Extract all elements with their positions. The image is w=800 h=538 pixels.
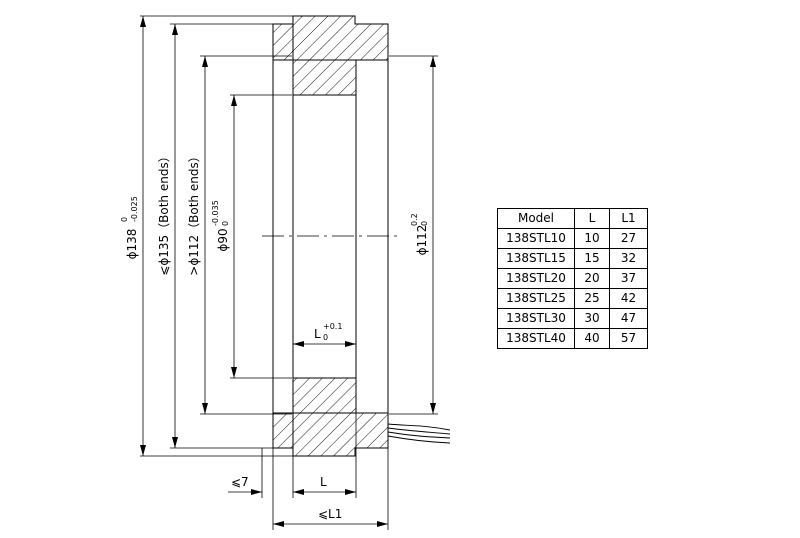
lead-wires (387, 423, 451, 444)
table-row: 138STL10 10 27 (497, 228, 648, 249)
label-right-diameter: ϕ112 0.2 0 (410, 213, 429, 255)
svg-text:+0.1: +0.1 (323, 322, 342, 331)
cell-model: 138STL30 (497, 308, 575, 329)
label-l-inner: L +0.1 0 (314, 322, 342, 342)
housing-top-section (272, 15, 389, 61)
cell-l: 20 (574, 268, 610, 289)
svg-text:-0.025: -0.025 (130, 196, 139, 222)
cell-l: 15 (574, 248, 610, 269)
cell-l: 40 (574, 328, 610, 349)
svg-text:ϕ138: ϕ138 (125, 229, 139, 260)
header-l1: L1 (609, 208, 648, 229)
table-row: 138STL40 40 57 (497, 328, 648, 349)
cell-l1: 32 (609, 248, 648, 269)
svg-text:ϕ112: ϕ112 (415, 225, 429, 256)
svg-text:0: 0 (120, 217, 129, 222)
label-bore-diameter: ϕ90 -0.035 0 (211, 200, 230, 251)
svg-text:0: 0 (420, 221, 429, 226)
svg-text:-0.035: -0.035 (211, 200, 220, 226)
svg-text:0.2: 0.2 (410, 213, 419, 226)
label-le7: ⩽7 (231, 475, 249, 489)
header-l: L (574, 208, 610, 229)
table-row: 138STL20 20 37 (497, 268, 648, 289)
svg-text:0: 0 (221, 221, 230, 226)
housing-bottom-section (272, 412, 389, 457)
arrowheads (140, 16, 436, 527)
table-row: 138STL25 25 42 (497, 288, 648, 309)
cell-l1: 37 (609, 268, 648, 289)
label-l: L (320, 475, 327, 489)
table-row: 138STL30 30 47 (497, 308, 648, 329)
coil-top-section (292, 59, 357, 96)
cell-model: 138STL15 (497, 248, 575, 269)
label-body-diameter: ⩽ϕ135（Both ends） (157, 150, 171, 275)
cell-l: 30 (574, 308, 610, 329)
cell-model: 138STL25 (497, 288, 575, 309)
cell-l1: 57 (609, 328, 648, 349)
cell-l1: 42 (609, 288, 648, 309)
header-model: Model (497, 208, 575, 229)
cell-l1: 47 (609, 308, 648, 329)
dimension-lines (142, 16, 434, 525)
cell-model: 138STL40 (497, 328, 575, 349)
cell-model: 138STL20 (497, 268, 575, 289)
cell-l: 25 (574, 288, 610, 309)
svg-text:ϕ90: ϕ90 (216, 228, 230, 251)
cell-l1: 27 (609, 228, 648, 249)
svg-text:0: 0 (323, 333, 328, 342)
model-table: Model L L1 138STL10 10 27 138STL15 15 32… (497, 208, 648, 349)
cell-l: 10 (574, 228, 610, 249)
svg-text:L: L (314, 327, 321, 341)
table-header-row: Model L L1 (497, 208, 648, 229)
label-l1: ⩽L1 (318, 507, 342, 521)
cell-model: 138STL10 (497, 228, 575, 249)
coil-bottom-section (292, 377, 357, 414)
table-row: 138STL15 15 32 (497, 248, 648, 269)
label-inner-body-diameter: >ϕ112（Both ends） (187, 150, 201, 275)
label-outer-diameter: ϕ138 0 -0.025 (120, 196, 139, 259)
